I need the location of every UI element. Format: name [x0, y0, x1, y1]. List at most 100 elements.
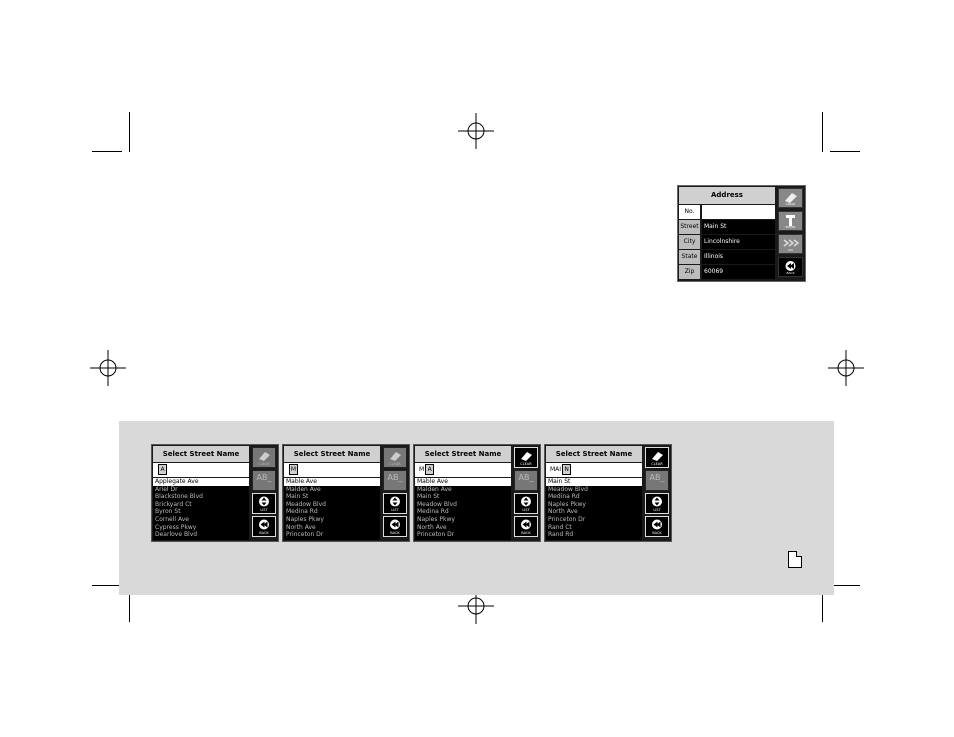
abc-button[interactable]: AB_: [514, 470, 538, 491]
back-button[interactable]: BACK: [252, 516, 276, 537]
list-item[interactable]: North Ave: [417, 523, 447, 531]
clear-button[interactable]: CLEAR: [383, 447, 407, 468]
list-item[interactable]: Naples Pkwy: [548, 500, 586, 508]
list-item[interactable]: Naples Pkwy: [417, 515, 455, 523]
enter-button[interactable]: ENTER: [778, 211, 803, 231]
abc-icon: AB_: [256, 473, 272, 482]
abc-button[interactable]: AB_: [252, 470, 276, 491]
address-title: Address: [679, 187, 775, 204]
address-label: State: [679, 250, 700, 264]
list-item[interactable]: North Ave: [286, 523, 316, 531]
address-row-number[interactable]: No.: [679, 205, 775, 219]
button-label: GO: [788, 248, 793, 252]
list-item[interactable]: Byron St: [155, 508, 181, 516]
list-item[interactable]: Princeton Dr: [548, 515, 586, 523]
button-label: LIST: [260, 508, 268, 512]
street-select-screen-2: Select Street Name M Mable Ave Malden Av…: [282, 444, 410, 542]
address-screen: Address No. Street Main St City Lincolns…: [677, 185, 806, 282]
list-item[interactable]: Main St: [546, 478, 642, 486]
list-item[interactable]: Blackstone Blvd: [155, 493, 203, 501]
address-city-field[interactable]: Lincolnshire: [702, 235, 775, 249]
abc-button[interactable]: AB_: [645, 470, 669, 491]
list-item[interactable]: Princeton Dr: [286, 531, 324, 539]
list-item[interactable]: Main St: [286, 493, 309, 501]
button-label: LIST: [522, 508, 530, 512]
list-item[interactable]: Applegate Ave: [153, 478, 249, 486]
list-item[interactable]: Main St: [417, 493, 440, 501]
address-row-city[interactable]: City Lincolnshire: [679, 235, 775, 249]
eraser-icon: [521, 452, 532, 461]
list-item[interactable]: Meadow Blvd: [286, 500, 326, 508]
button-label: BACK: [786, 271, 795, 275]
street-list[interactable]: Main St Meadow Blvd Medina Rd Naples Pkw…: [546, 478, 642, 540]
list-item[interactable]: Princeton Dr: [417, 531, 455, 539]
list-item[interactable]: Malden Ave: [417, 485, 452, 493]
eraser-icon: [259, 452, 270, 461]
address-number-field[interactable]: [702, 205, 775, 219]
list-item[interactable]: Cornell Ave: [155, 515, 189, 523]
street-input[interactable]: M: [284, 463, 380, 477]
input-cursor: A: [158, 464, 167, 475]
list-item[interactable]: Ariel Dr: [155, 485, 178, 493]
crop-mark: [822, 112, 823, 152]
abc-button[interactable]: AB_: [383, 470, 407, 491]
list-item[interactable]: Brickyard Ct: [155, 500, 192, 508]
button-label: CLEAR: [651, 462, 663, 466]
rewind-icon: [390, 519, 400, 530]
street-list[interactable]: Mable Ave Malden Ave Main St Meadow Blvd…: [284, 478, 380, 540]
list-item[interactable]: Medina Rd: [286, 508, 318, 516]
clear-button[interactable]: CLEAR: [645, 447, 669, 468]
screen-title: Select Street Name: [415, 446, 511, 462]
street-list[interactable]: Mable Ave Malden Ave Main St Meadow Blvd…: [415, 478, 511, 540]
address-row-state[interactable]: State Illinois: [679, 250, 775, 264]
button-label: CLEAR: [520, 462, 532, 466]
clear-button[interactable]: CLEAR: [514, 447, 538, 468]
list-item[interactable]: Rand Rd: [548, 531, 574, 539]
button-label: LIST: [391, 508, 399, 512]
list-item[interactable]: Dearlove Blvd: [155, 531, 198, 539]
list-item[interactable]: North Ave: [548, 508, 578, 516]
button-label: ENTER: [785, 225, 796, 229]
list-item[interactable]: Meadow Blvd: [417, 500, 457, 508]
street-list[interactable]: Applegate Ave Ariel Dr Blackstone Blvd B…: [153, 478, 249, 540]
address-row-zip[interactable]: Zip 60069: [679, 265, 775, 279]
clear-button[interactable]: CLEAR: [778, 188, 803, 208]
input-text: M: [419, 466, 425, 473]
list-item[interactable]: Malden Ave: [286, 485, 321, 493]
street-input[interactable]: A: [153, 463, 249, 477]
list-button[interactable]: LIST: [645, 493, 669, 514]
rewind-icon: [521, 519, 531, 530]
eraser-icon: [390, 452, 401, 461]
screen-title: Select Street Name: [284, 446, 380, 462]
list-button[interactable]: LIST: [383, 493, 407, 514]
input-cursor: N: [562, 464, 572, 475]
address-street-field[interactable]: Main St: [702, 220, 775, 234]
back-button[interactable]: BACK: [383, 516, 407, 537]
address-state-field[interactable]: Illinois: [702, 250, 775, 264]
address-label: No.: [679, 205, 700, 219]
clear-button[interactable]: CLEAR: [252, 447, 276, 468]
list-item[interactable]: Rand Ct: [548, 523, 572, 531]
back-button[interactable]: BACK: [645, 516, 669, 537]
list-item[interactable]: Medina Rd: [417, 508, 449, 516]
list-item[interactable]: Meadow Blvd: [548, 485, 588, 493]
list-item[interactable]: Mable Ave: [415, 478, 511, 486]
address-label: Street: [679, 220, 700, 234]
back-button[interactable]: BACK: [778, 257, 803, 277]
button-label: BACK: [521, 531, 531, 535]
address-row-street[interactable]: Street Main St: [679, 220, 775, 234]
back-button[interactable]: BACK: [514, 516, 538, 537]
list-item[interactable]: Mable Ave: [284, 478, 380, 486]
address-zip-field[interactable]: 60069: [702, 265, 775, 279]
list-button[interactable]: LIST: [514, 493, 538, 514]
button-label: BACK: [652, 531, 662, 535]
list-item[interactable]: Naples Pkwy: [286, 515, 324, 523]
list-item[interactable]: Medina Rd: [548, 493, 580, 501]
address-label: Zip: [679, 265, 700, 279]
list-item[interactable]: Cypress Pkwy: [155, 523, 197, 531]
go-button[interactable]: GO: [778, 234, 803, 254]
list-button[interactable]: LIST: [252, 493, 276, 514]
